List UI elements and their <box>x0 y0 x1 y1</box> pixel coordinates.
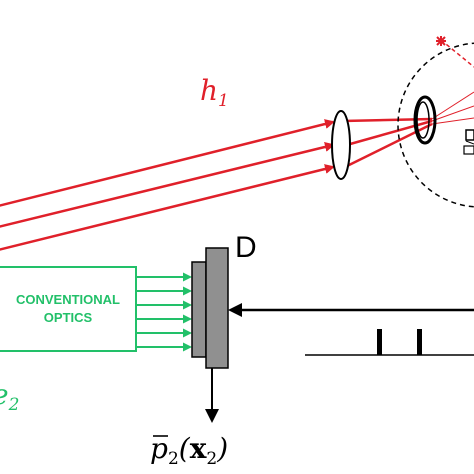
detector-label: D <box>235 231 257 264</box>
aperture-ring-outer <box>413 95 437 145</box>
conventional-optics-box <box>0 266 137 352</box>
red-beam-middle <box>0 142 335 228</box>
optics-label-line1: CONVENTIONAL <box>16 292 120 307</box>
h1-label: h1 <box>200 74 229 111</box>
aperture-ring-inner <box>416 101 430 139</box>
red-ray-thin-2 <box>431 105 474 122</box>
detector-back-plate <box>191 261 207 358</box>
detector-front-plate <box>205 247 229 369</box>
pulse-1 <box>377 329 382 355</box>
red-beam-converge-1 <box>342 117 433 123</box>
red-star-marker <box>436 36 446 46</box>
red-beam-top <box>0 119 335 207</box>
red-ray-thin-3 <box>431 117 474 125</box>
converging-lens <box>331 110 351 180</box>
optics-label-line2: OPTICS <box>44 310 93 325</box>
green-arrow-group <box>136 272 192 352</box>
red-dashed-line <box>440 39 474 68</box>
left-partial-label: e2 <box>0 378 19 415</box>
red-ray-thin-1 <box>431 91 474 120</box>
red-beam-group <box>0 91 474 251</box>
object-glyph <box>463 129 474 155</box>
output-label: p2(x2) <box>150 432 228 469</box>
pulse-2 <box>417 329 422 355</box>
red-beam-bottom <box>0 164 335 251</box>
